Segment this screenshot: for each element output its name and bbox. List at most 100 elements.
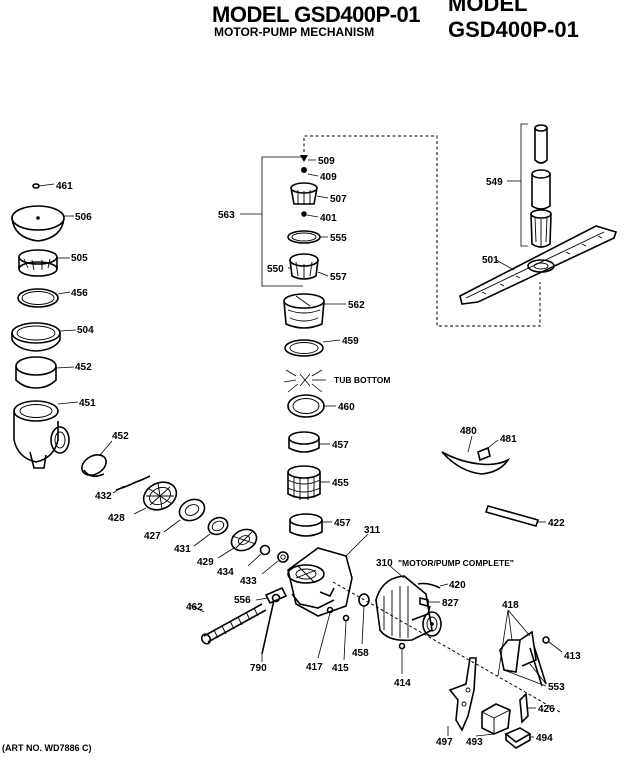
part-497-bracket	[447, 657, 477, 736]
part-460-gasket	[287, 394, 336, 418]
label-455: 455	[332, 478, 349, 489]
part-452-clamp	[15, 356, 75, 389]
part-415-screw	[342, 614, 350, 661]
label-562: 562	[348, 300, 365, 311]
part-433-washer	[261, 551, 289, 575]
part-505-filter	[18, 249, 70, 277]
adjacent-title-fragment: MODEL GSD400P-01	[448, 0, 579, 42]
part-417-screw	[317, 606, 334, 659]
part-426-pin	[519, 692, 536, 724]
label-509: 509	[318, 156, 335, 167]
part-457-ring-lower	[289, 513, 332, 537]
label-507: 507	[330, 194, 347, 205]
label-415: 415	[332, 663, 349, 674]
part-432-wire	[112, 475, 151, 494]
label-429: 429	[197, 557, 214, 568]
part-827-clip	[419, 596, 440, 608]
part-494-pad	[504, 727, 534, 749]
label-553: 553	[548, 682, 565, 693]
part-509-screw	[300, 155, 316, 162]
part-401-washer	[301, 211, 319, 218]
label-432: 432	[95, 491, 112, 502]
label-417: 417	[306, 662, 323, 673]
label-426: 426	[538, 704, 555, 715]
label-555: 555	[330, 233, 347, 244]
label-827: 827	[442, 598, 459, 609]
part-455-screen	[287, 465, 330, 500]
label-458: 458	[352, 648, 369, 659]
part-480-deflector	[441, 435, 511, 475]
part-418-bracket	[497, 609, 537, 677]
part-310-motor	[375, 565, 442, 642]
part-422-strip	[484, 505, 546, 527]
label-505: 505	[71, 253, 88, 264]
part-553-spring	[503, 645, 547, 687]
part-420-wire	[417, 582, 449, 589]
label-409: 409	[320, 172, 337, 183]
label-451: 451	[79, 398, 96, 409]
label-556: 556	[234, 595, 251, 606]
part-458-o-ring	[358, 593, 370, 645]
label-452: 452	[75, 362, 92, 373]
part-414-screw	[398, 642, 406, 674]
label-422: 422	[548, 518, 565, 529]
label-310: 310	[376, 558, 393, 569]
label-460: 460	[338, 402, 355, 413]
label-549: 549	[486, 177, 503, 188]
label-427: 427	[144, 531, 161, 542]
label-420: 420	[449, 580, 466, 591]
part-427-plate	[163, 498, 206, 533]
part-452-clamp-lower	[81, 440, 113, 478]
dashed-link-spray-arm	[303, 135, 541, 327]
part-501-spray-arm	[459, 225, 618, 305]
part-555-o-ring	[287, 230, 328, 244]
part-409-washer	[301, 167, 319, 177]
label-481: 481	[500, 434, 517, 445]
label-459: 459	[342, 336, 359, 347]
part-562-assembly	[283, 293, 346, 329]
label-401: 401	[320, 213, 337, 224]
label-550: 550	[267, 264, 284, 275]
label-497: 497	[436, 737, 453, 748]
label-414: 414	[394, 678, 411, 689]
part-431-seal	[193, 516, 229, 547]
part-413-screw	[542, 636, 563, 653]
label-506: 506	[75, 212, 92, 223]
label-457: 457	[332, 440, 349, 451]
part-507-nut	[290, 182, 329, 205]
part-456-gasket	[17, 288, 71, 308]
label-431: 431	[174, 544, 191, 555]
part-557-hub	[288, 253, 329, 280]
page-subtitle: MOTOR-PUMP MECHANISM	[214, 25, 375, 39]
motor-pump-complete-note: "MOTOR/PUMP COMPLETE"	[398, 558, 514, 568]
part-549-tube	[530, 124, 552, 248]
label-462: 462	[186, 602, 203, 613]
label-563: 563	[218, 210, 235, 221]
part-459-gasket	[284, 339, 341, 357]
label-418: 418	[502, 600, 519, 611]
label-494: 494	[536, 733, 553, 744]
label-790: 790	[250, 663, 267, 674]
label-433: 433	[240, 576, 257, 587]
label-428: 428	[108, 513, 125, 524]
tub-bottom-marker	[283, 369, 326, 393]
label-456: 456	[71, 288, 88, 299]
part-451-pump-housing	[13, 400, 79, 469]
label-452-lower: 452	[112, 431, 129, 442]
part-428-impeller	[133, 481, 178, 515]
part-506-filter-cap	[11, 205, 74, 242]
label-434: 434	[217, 567, 234, 578]
part-556-sleeve	[255, 586, 288, 605]
label-457-lower: 457	[334, 518, 351, 529]
bracket-563	[261, 156, 303, 287]
part-434-nut	[247, 544, 271, 567]
label-480: 480	[460, 426, 477, 437]
bracket-549	[520, 123, 528, 247]
part-481-clip	[477, 439, 499, 462]
label-493: 493	[466, 737, 483, 748]
part-457-ring	[288, 431, 330, 453]
art-number: (ART NO. WD7886 C)	[2, 743, 92, 753]
label-557: 557	[330, 272, 347, 283]
